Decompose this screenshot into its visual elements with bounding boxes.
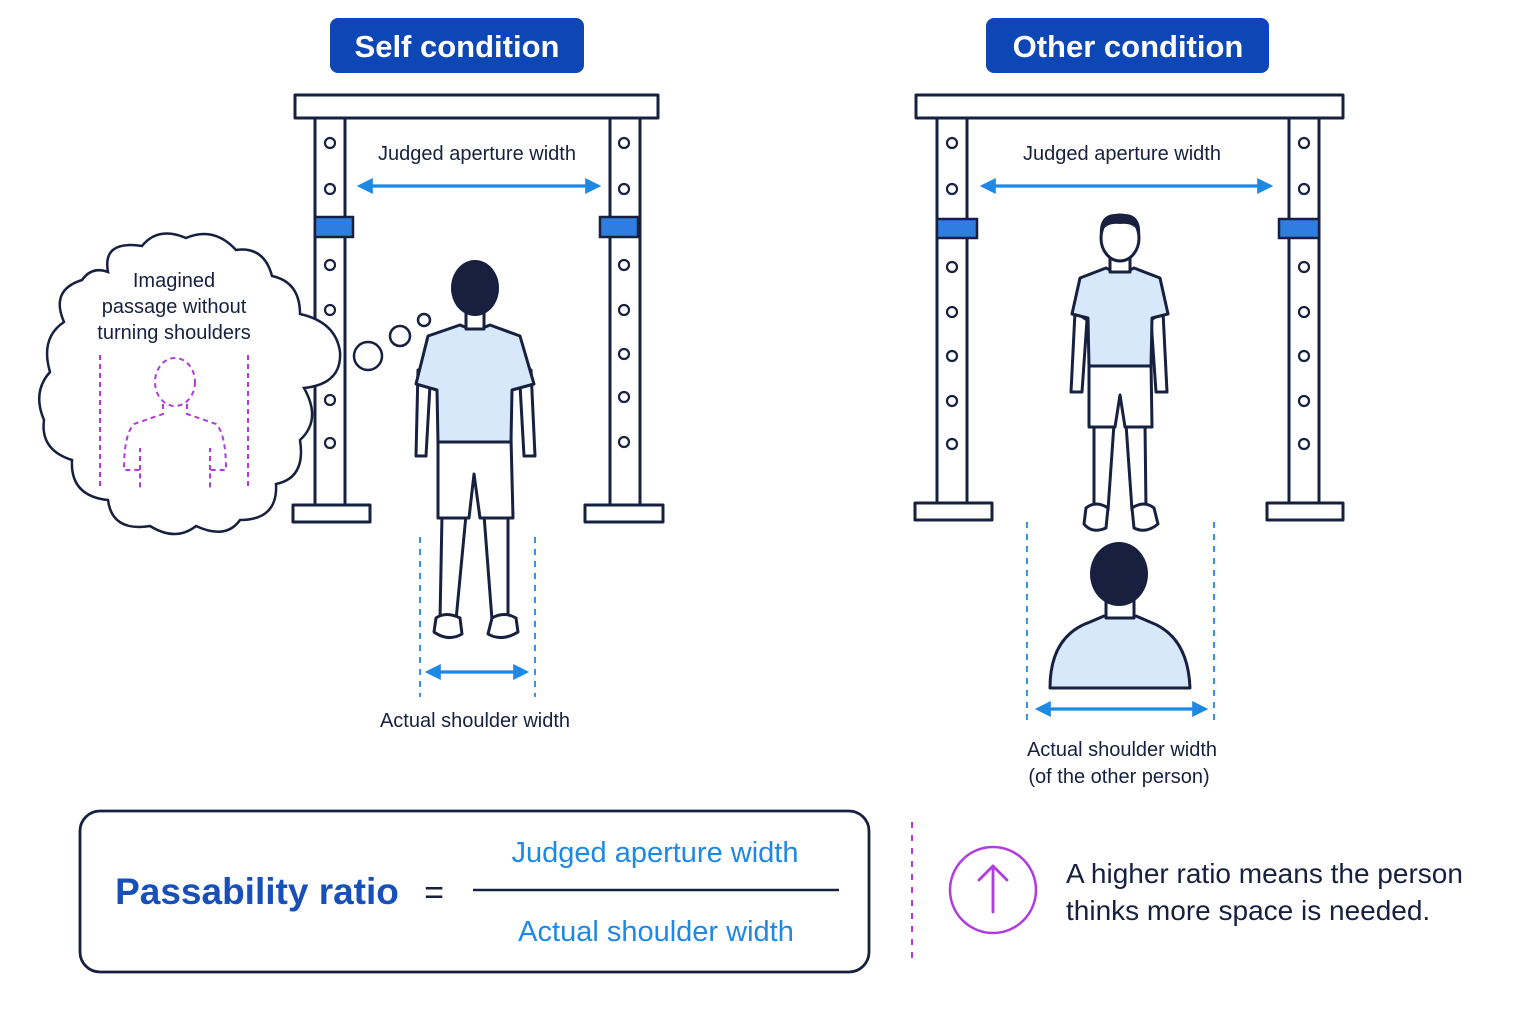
other-shoulders-back-view bbox=[1048, 542, 1192, 690]
other-left-marker bbox=[935, 217, 979, 240]
note-line-1: A higher ratio means the person bbox=[1066, 858, 1463, 889]
other-heading: Other condition bbox=[1013, 29, 1244, 64]
other-heading-badge bbox=[986, 18, 1269, 73]
self-right-holes bbox=[617, 136, 631, 449]
other-aperture-label: Judged aperture width bbox=[1023, 143, 1221, 165]
thought-line-3: turning shoulders bbox=[97, 322, 250, 344]
thought-line-2: passage without bbox=[102, 296, 247, 318]
formula-denominator: Actual shoulder width bbox=[518, 916, 794, 948]
self-left-marker bbox=[313, 215, 355, 239]
thought-bubble: Imagined passage without turning shoulde… bbox=[37, 232, 432, 536]
other-shoulder-label-2: (of the other person) bbox=[1028, 766, 1209, 788]
self-condition-panel: Self condition Judged aperture bbox=[37, 18, 665, 732]
imagined-figure-outline bbox=[122, 357, 228, 488]
note-line-2: thinks more space is needed. bbox=[1066, 895, 1430, 926]
note-section: A higher ratio means the person thinks m… bbox=[948, 845, 1463, 935]
self-shoulder-label: Actual shoulder width bbox=[380, 710, 570, 732]
other-shoulder-label-1: Actual shoulder width bbox=[1027, 739, 1217, 761]
formula-box: Passability ratio = Judged aperture widt… bbox=[78, 809, 871, 974]
other-person-front-view bbox=[1069, 213, 1170, 532]
other-left-holes bbox=[945, 136, 959, 451]
formula-numerator: Judged aperture width bbox=[512, 837, 799, 869]
self-aperture-label: Judged aperture width bbox=[378, 143, 576, 165]
other-right-marker bbox=[1277, 217, 1321, 240]
self-heading-badge bbox=[330, 18, 584, 73]
other-right-holes bbox=[1297, 136, 1311, 451]
thought-line-1: Imagined bbox=[133, 270, 215, 292]
other-door-frame bbox=[913, 93, 1345, 522]
self-door-frame bbox=[291, 93, 665, 524]
formula-lhs: Passability ratio bbox=[115, 871, 399, 912]
formula-equals: = bbox=[424, 874, 444, 912]
self-person-back-view bbox=[414, 260, 537, 639]
self-right-marker bbox=[598, 215, 640, 239]
self-heading: Self condition bbox=[355, 29, 560, 64]
other-condition-panel: Other condition Judged aperture wid bbox=[913, 18, 1345, 788]
up-arrow-circle-icon bbox=[948, 845, 1038, 935]
